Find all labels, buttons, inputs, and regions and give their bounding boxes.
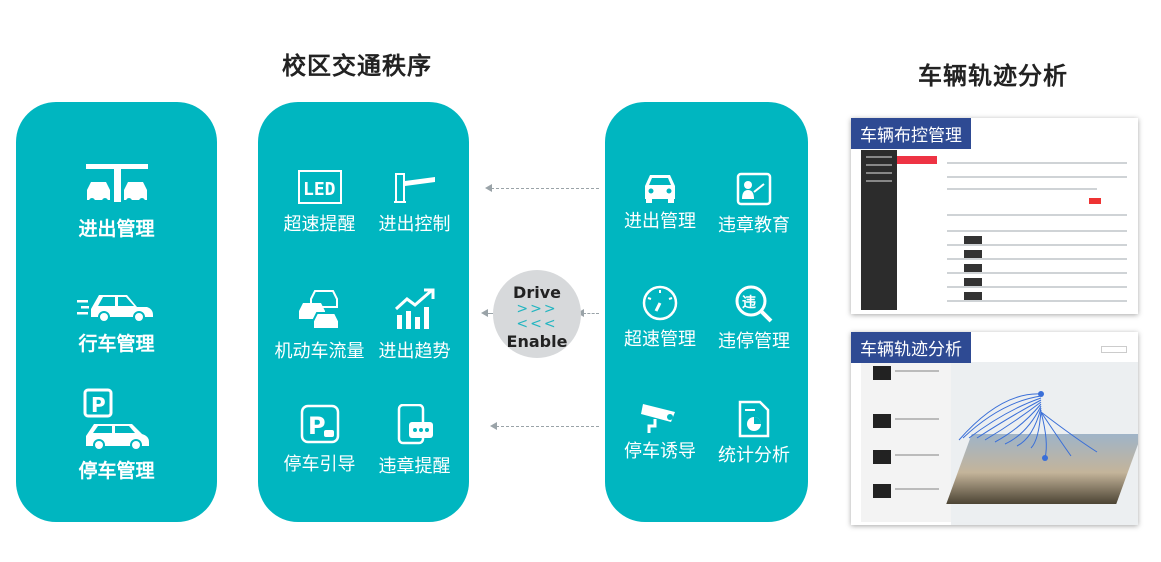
list-thumb bbox=[873, 366, 891, 380]
screenshot-row bbox=[947, 300, 1127, 302]
arrow-mid-left bbox=[481, 309, 493, 317]
traffic-order-panel: LED 超速提醒 进出控制 机动车流量 进出趋势 P bbox=[258, 102, 469, 522]
moving-car-icon bbox=[76, 295, 153, 323]
item-label: 停车引导 bbox=[283, 454, 356, 475]
report-chart-icon bbox=[738, 400, 770, 438]
application-panel: 进出管理 违章教育 超速管理 违 违停管理 停车诱导 bbox=[605, 102, 808, 522]
screenshot-row bbox=[947, 176, 1127, 178]
item-label: 超速管理 bbox=[624, 329, 696, 350]
screenshot-row bbox=[947, 162, 1127, 164]
chevrons-right: >>> bbox=[516, 301, 558, 317]
trajectory-lines bbox=[958, 391, 1098, 461]
parking-inducement-item: 停车诱导 bbox=[613, 400, 707, 464]
trajectory-analysis-screenshot: 车辆轨迹分析 bbox=[851, 332, 1138, 525]
screenshot-thumb bbox=[964, 250, 982, 258]
parking-car-icon: P bbox=[83, 388, 149, 450]
speedometer-icon bbox=[642, 285, 678, 321]
access-management-item: 进出管理 bbox=[613, 172, 707, 234]
parking-guide-icon: P bbox=[300, 404, 339, 444]
screenshot-title: 车辆轨迹分析 bbox=[851, 332, 971, 363]
item-label: 机动车流量 bbox=[274, 341, 365, 362]
screenshot-sidebar bbox=[861, 150, 897, 310]
drive-enable-badge: Drive >>> <<< Enable bbox=[493, 270, 581, 358]
parking-management-item: P 停车管理 bbox=[16, 388, 217, 483]
list-text bbox=[895, 454, 939, 456]
car-traffic-icon bbox=[298, 290, 340, 330]
arrow-top bbox=[485, 184, 599, 192]
screenshot-row bbox=[947, 272, 1127, 274]
driving-management-item: 行车管理 bbox=[16, 285, 217, 356]
management-panel: 进出管理 行车管理 P 停车管理 bbox=[16, 102, 217, 522]
list-thumb bbox=[873, 450, 891, 464]
screenshot-red-button bbox=[1089, 198, 1101, 204]
item-label: 进出管理 bbox=[78, 218, 155, 240]
section-title-traffic-order: 校区交通秩序 bbox=[282, 52, 432, 80]
vehicle-flow-item: 机动车流量 bbox=[272, 287, 367, 363]
list-thumb bbox=[873, 484, 891, 498]
illegal-parking-item: 违 违停管理 bbox=[707, 284, 801, 354]
parking-guidance-item: P 停车引导 bbox=[272, 404, 367, 476]
svg-text:P: P bbox=[308, 412, 326, 440]
screenshot-row bbox=[947, 214, 1127, 216]
trend-chart-icon bbox=[394, 288, 434, 329]
screenshot-thumb bbox=[964, 236, 982, 244]
statistics-analysis-item: 统计分析 bbox=[707, 400, 801, 468]
enable-label: Enable bbox=[506, 332, 568, 351]
svg-text:LED: LED bbox=[303, 179, 336, 200]
item-label: 停车诱导 bbox=[624, 441, 696, 462]
vehicle-control-screenshot: 车辆布控管理 bbox=[851, 118, 1138, 314]
list-text bbox=[895, 418, 939, 420]
screenshot-row bbox=[947, 244, 1127, 246]
screenshot-result-list bbox=[861, 362, 951, 522]
item-label: 统计分析 bbox=[718, 445, 790, 466]
screenshot-thumb bbox=[964, 292, 982, 300]
list-text bbox=[895, 488, 939, 490]
screenshot-thumb bbox=[964, 278, 982, 286]
item-label: 进出趋势 bbox=[378, 341, 451, 362]
item-label: 违章提醒 bbox=[378, 456, 451, 477]
item-label: 违停管理 bbox=[718, 331, 790, 352]
screenshot-title: 车辆布控管理 bbox=[851, 118, 971, 149]
violation-alert-item: 违章提醒 bbox=[367, 404, 462, 478]
item-label: 违章教育 bbox=[718, 215, 790, 236]
speeding-alert-item: LED 超速提醒 bbox=[272, 170, 367, 236]
chevrons-left: <<< bbox=[516, 316, 558, 332]
drive-label: Drive bbox=[513, 283, 561, 302]
violation-education-item: 违章教育 bbox=[707, 172, 801, 238]
arrow-mid-right bbox=[577, 309, 599, 317]
screenshot-row bbox=[947, 230, 1127, 232]
screenshot-row bbox=[947, 188, 1097, 190]
svg-text:违: 违 bbox=[742, 294, 756, 311]
entry-exit-trend-item: 进出趋势 bbox=[367, 287, 462, 363]
item-label: 进出管理 bbox=[624, 211, 696, 232]
phone-message-icon bbox=[397, 404, 433, 445]
teacher-board-icon bbox=[736, 172, 772, 206]
led-sign-icon: LED bbox=[297, 170, 342, 204]
screenshot-row bbox=[947, 258, 1127, 260]
speed-management-item: 超速管理 bbox=[613, 284, 707, 352]
access-control-item: 进出控制 bbox=[367, 170, 462, 236]
barrier-gate-icon bbox=[393, 173, 435, 203]
section-title-trajectory: 车辆轨迹分析 bbox=[918, 62, 1068, 90]
item-label: 进出控制 bbox=[378, 214, 451, 235]
search-violation-icon: 违 bbox=[735, 285, 773, 323]
arrow-bottom bbox=[490, 422, 599, 430]
item-label: 超速提醒 bbox=[283, 214, 356, 235]
camera-icon bbox=[641, 404, 675, 433]
list-thumb bbox=[873, 414, 891, 428]
svg-text:P: P bbox=[91, 393, 106, 417]
screenshot-thumb bbox=[964, 264, 982, 272]
item-label: 停车管理 bbox=[78, 460, 155, 482]
screenshot-row bbox=[947, 286, 1127, 288]
screenshot-active-tab bbox=[897, 156, 937, 164]
list-text bbox=[895, 370, 939, 372]
screenshot-button bbox=[1101, 346, 1127, 353]
item-label: 行车管理 bbox=[78, 333, 155, 355]
entry-exit-management-item: 进出管理 bbox=[16, 162, 217, 241]
car-front-icon bbox=[645, 175, 675, 203]
gate-cars-icon bbox=[85, 164, 148, 204]
